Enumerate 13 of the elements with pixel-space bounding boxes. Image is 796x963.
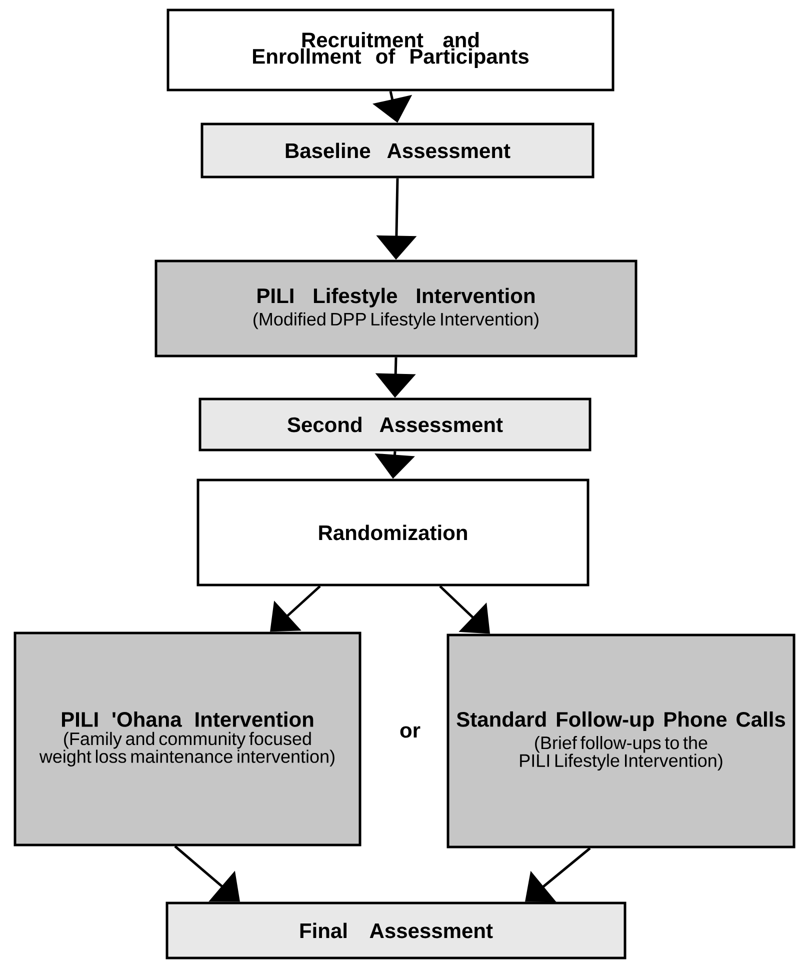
process-box: Baseline Assessment bbox=[200, 122, 594, 178]
process-box: Randomization bbox=[196, 478, 590, 586]
process-box: Final Assessment bbox=[166, 902, 626, 960]
arrow bbox=[439, 585, 490, 634]
process-box: Standard Follow-up Phone Calls (Brief follow-ups to the PILI Lifestyle Intervention) bbox=[446, 634, 796, 848]
process-box: PILI Lifestyle Intervention (Modified DPP Lifestyle Intervention) bbox=[154, 260, 638, 358]
arrow bbox=[270, 585, 321, 632]
process-box: Second Assessment bbox=[198, 398, 592, 452]
arrow bbox=[174, 845, 240, 902]
process-box: PILI 'Ohana Intervention (Family and community focused weight loss maintenance intervention) bbox=[14, 632, 362, 846]
arrow bbox=[525, 847, 591, 902]
process-box: Recruitment and Enrollment of Participants bbox=[166, 8, 614, 92]
connector-word: or bbox=[400, 726, 420, 738]
